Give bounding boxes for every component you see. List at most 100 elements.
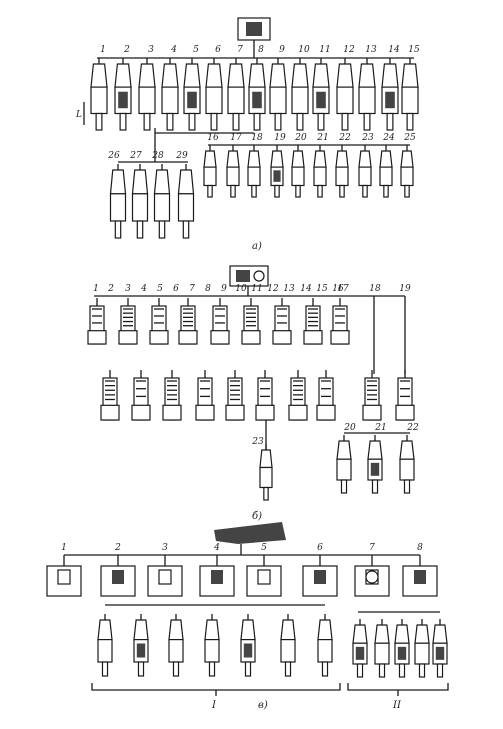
- number-a-middle: 25: [403, 133, 416, 143]
- tool-a-left-body: [153, 193, 171, 222]
- number-b-top: 18: [369, 284, 381, 294]
- number-b-top: 17: [337, 284, 349, 294]
- tool-c-group-i-taper: [168, 619, 184, 641]
- tool-a-top-body: [358, 86, 376, 115]
- tool-a-left-tip: [182, 220, 190, 239]
- tool-b-lower: [131, 370, 151, 421]
- tool-a-top-tip: [296, 112, 304, 131]
- tool-b-lower: [395, 370, 415, 421]
- number-a-top: 11: [319, 45, 330, 55]
- group-label-i: I: [211, 700, 217, 711]
- tool-a-top-taper: [401, 63, 419, 88]
- spindle-hatch-a: [246, 22, 262, 36]
- tool-c-group-i-taper: [133, 619, 149, 641]
- number-a-middle: 24: [382, 133, 395, 143]
- tool-c-group-ii-taper: [394, 624, 410, 644]
- tool-b-extra-body: [399, 458, 415, 481]
- tool-a-left-taper: [109, 169, 127, 195]
- number-c-top: 8: [417, 543, 423, 553]
- fixture-c-ring: [365, 570, 379, 584]
- number-a-top: 15: [408, 45, 420, 55]
- tool-a-top-hatch: [118, 91, 128, 109]
- tool-a-middle-taper: [400, 150, 414, 168]
- tool-c-group-i-body: [168, 638, 184, 663]
- tool-b-top-base: [241, 330, 261, 345]
- tool-a-top-hatch: [316, 91, 326, 109]
- number-b-top: 3: [125, 284, 131, 294]
- tool-a-top-taper: [336, 63, 354, 88]
- tool-a-top-taper: [205, 63, 223, 88]
- tool-a-middle-body: [291, 166, 305, 187]
- tool-a-top: [269, 58, 287, 131]
- tool-c-group-ii-body: [374, 642, 390, 665]
- tool-b-top: [330, 298, 350, 345]
- tool-b-extra-tip: [340, 479, 348, 494]
- number-a-top: 5: [193, 45, 199, 55]
- tool-b-lower-base: [225, 404, 245, 421]
- tool-a-middle-taper: [226, 150, 240, 168]
- tool-a-top: [336, 58, 354, 131]
- tool-b-extra-hatch: [370, 462, 380, 476]
- number-b-top: 8: [205, 284, 211, 294]
- tool-c-group-i-taper: [240, 619, 256, 641]
- tool-a-top-hatch: [385, 91, 395, 109]
- tool-b-lower-base: [195, 404, 215, 421]
- tool-b-top-base: [272, 330, 292, 345]
- tool-b-lower: [362, 370, 382, 421]
- number-b-top: 14: [300, 284, 312, 294]
- tool-a-top: [401, 58, 419, 131]
- fixture-c-insert: [158, 569, 172, 585]
- tool-c-group-i: [280, 614, 296, 677]
- number-b-top: 10: [235, 284, 247, 294]
- tool-a-top: [312, 58, 330, 131]
- fixture-c-insert: [211, 570, 223, 584]
- fixture-c-insert: [57, 569, 71, 585]
- tool-c-group-i-tip: [172, 661, 180, 677]
- tool-a-top: [161, 58, 179, 131]
- tool-a-middle: [400, 145, 414, 198]
- fixture-c: [246, 555, 282, 597]
- tool-c-group-ii-tip: [356, 663, 364, 678]
- spindle-bore-b: [253, 270, 265, 282]
- tool-b-lower: [100, 370, 120, 421]
- caption-b: б): [252, 511, 262, 522]
- tool-b-top-base: [210, 330, 230, 345]
- number-a-top: 9: [279, 45, 285, 55]
- tool-c-group-i-body: [317, 638, 333, 663]
- number-a-top: 3: [148, 45, 154, 55]
- tool-a-middle-body: [313, 166, 327, 187]
- tool-b-extra: [336, 435, 352, 494]
- tool-b-23-tip: [263, 486, 269, 501]
- tool-a-top-tip: [363, 112, 371, 131]
- number-b-top: 19: [399, 284, 411, 294]
- tool-b-lower-base: [100, 404, 120, 421]
- tool-row-c-lower: [97, 614, 448, 678]
- tool-a-top: [138, 58, 156, 131]
- tool-a-top-tip: [274, 112, 282, 131]
- tool-b-top: [118, 298, 138, 345]
- tool-a-middle-body: [358, 166, 372, 187]
- tool-a-top-taper: [138, 63, 156, 88]
- tool-a-top-tip: [166, 112, 174, 131]
- tool-a-top-tip: [386, 112, 394, 131]
- number-b-top: 7: [189, 284, 195, 294]
- tool-c-group-ii-tip: [398, 663, 406, 678]
- tool-b-23: [259, 444, 273, 501]
- tool-a-middle-taper: [291, 150, 305, 168]
- tool-a-top-taper: [114, 63, 132, 88]
- tool-c-group-i: [168, 614, 184, 677]
- tool-c-group-i-tip: [101, 661, 109, 677]
- number-b-top: 11: [251, 284, 262, 294]
- tool-a-top-taper: [248, 63, 266, 88]
- tool-a-middle-tip: [383, 184, 389, 198]
- tool-c-group-ii: [394, 619, 410, 678]
- tool-b-extra-tip: [371, 479, 379, 494]
- number-b-extra: 22: [406, 423, 419, 433]
- number-a-middle: 21: [316, 133, 328, 143]
- tool-a-top-tip: [341, 112, 349, 131]
- tool-b-extra-body: [336, 458, 352, 481]
- tool-a-left-body: [131, 193, 149, 222]
